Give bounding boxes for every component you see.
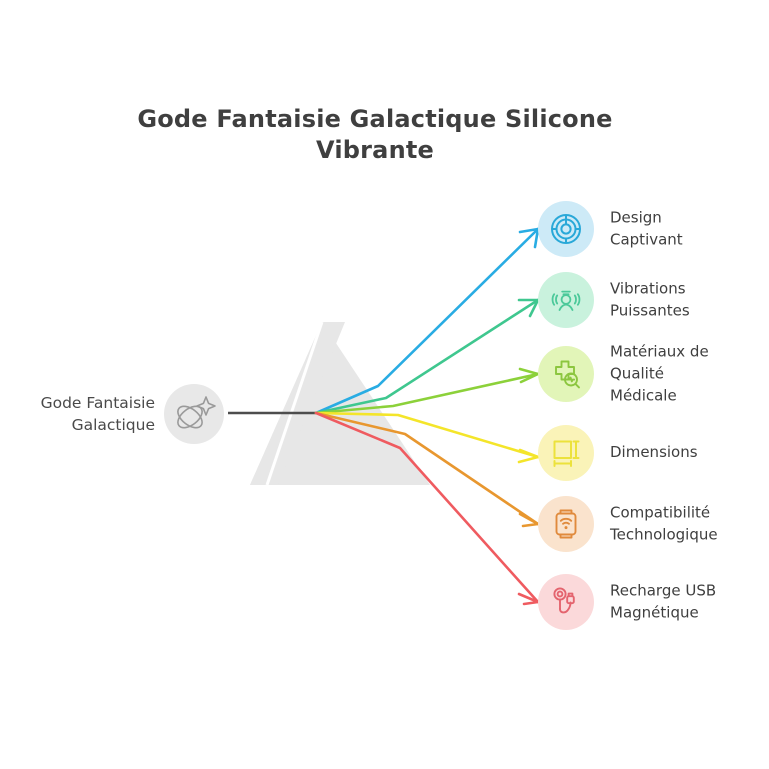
branch-label: Design Captivant — [610, 208, 683, 248]
branch-icon-circle — [538, 574, 594, 630]
branch-icon-circle — [538, 425, 594, 481]
branch-item-dimensions[interactable]: Dimensions — [538, 425, 748, 481]
branch-line-recharge-usb-magnetique — [314, 411, 540, 606]
branch-item-recharge-usb-magnetique[interactable]: Recharge USB Magnétique — [538, 574, 748, 630]
vibration-person-icon — [551, 290, 581, 311]
branch-icon-circle — [538, 496, 594, 552]
medical-cross-search-icon — [555, 360, 580, 389]
branch-line-materiaux-qualite-medicale — [314, 367, 540, 415]
branch-label: Dimensions — [610, 443, 698, 462]
branch-label: Vibrations Puissantes — [610, 279, 690, 319]
branch-item-materiaux-qualite-medicale[interactable]: Matériaux de Qualité Médicale — [538, 342, 748, 404]
branch-line-vibrations-puissantes — [314, 298, 540, 415]
branch-label: Matériaux de Qualité Médicale — [610, 342, 709, 404]
branch-line-compatibilite-technologique — [314, 411, 540, 528]
branch-item-vibrations-puissantes[interactable]: Vibrations Puissantes — [538, 272, 748, 328]
branch-label: Compatibilité Technologique — [610, 503, 718, 543]
measure-dimensions-icon — [553, 440, 580, 467]
branch-item-design-captivant[interactable]: Design Captivant — [538, 201, 748, 257]
branch-icon-circle — [538, 201, 594, 257]
magnetic-usb-cable-icon — [553, 587, 575, 614]
root-node-icon[interactable] — [164, 384, 224, 444]
root-node-label: Gode Fantaisie Galactique — [40, 394, 155, 434]
wheel-target-icon — [551, 214, 581, 244]
branch-icon-circle — [538, 272, 594, 328]
page-title: Gode Fantaisie Galactique Silicone Vibra… — [137, 105, 613, 165]
branch-icon-circle — [538, 346, 594, 402]
branch-label: Recharge USB Magnétique — [610, 581, 717, 621]
branch-item-compatibilite-technologique[interactable]: Compatibilité Technologique — [538, 496, 748, 552]
branch-line-design-captivant — [314, 227, 540, 415]
atom-sparkle-icon — [177, 396, 216, 429]
wireless-device-icon — [555, 509, 577, 539]
branch-line-dimensions — [314, 411, 540, 464]
